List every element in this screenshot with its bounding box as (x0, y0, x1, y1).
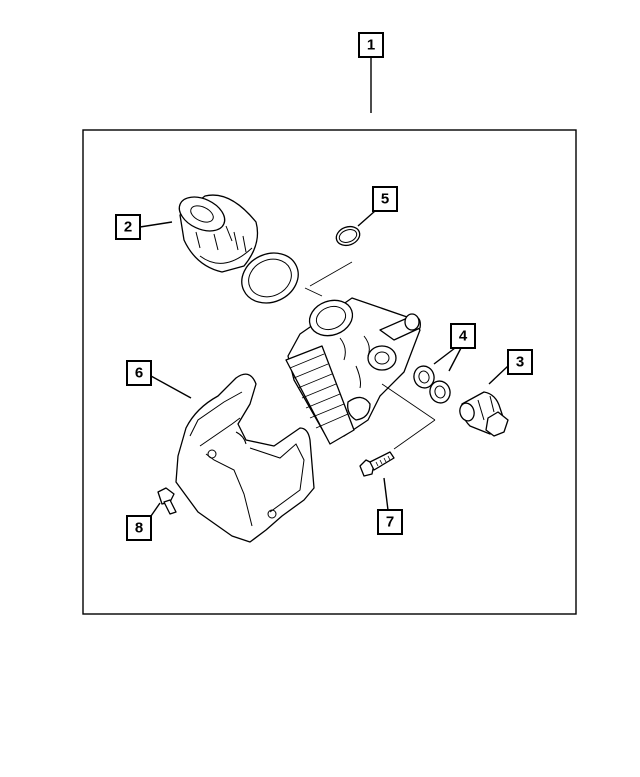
callout-5[interactable]: 5 (372, 186, 398, 212)
callout-4-leader-a (433, 347, 456, 365)
callout-4-leader-b (448, 347, 462, 372)
callout-4-label: 4 (459, 328, 468, 345)
callout-3[interactable]: 3 (507, 349, 533, 375)
callout-6[interactable]: 6 (126, 360, 152, 386)
housing-guide-line (304, 287, 323, 297)
callout-2-label: 2 (124, 219, 132, 236)
callout-6-leader (150, 375, 192, 399)
o-ring-guide-line (309, 261, 353, 287)
bolt-guide-line (393, 419, 436, 450)
callout-8[interactable]: 8 (126, 515, 152, 541)
o-ring (335, 225, 361, 247)
callout-5-label: 5 (381, 191, 389, 208)
heat-shield (175, 373, 315, 543)
callout-7-label: 7 (386, 514, 394, 531)
callout-8-leader (150, 502, 161, 517)
callout-6-label: 6 (135, 365, 143, 382)
assembly-frame (82, 129, 577, 615)
washers (413, 365, 451, 404)
callout-2[interactable]: 2 (115, 214, 141, 240)
callout-4[interactable]: 4 (450, 323, 476, 349)
callout-1-label: 1 (367, 37, 375, 54)
banjo-bolt (459, 391, 509, 437)
callout-2-leader (139, 221, 173, 228)
callout-1[interactable]: 1 (358, 32, 384, 58)
shield-bolt (157, 487, 177, 515)
callout-3-leader (488, 365, 509, 385)
callout-5-leader (357, 210, 376, 227)
oil-filter-housing (285, 297, 421, 445)
callout-3-label: 3 (516, 354, 524, 371)
callout-7-leader (383, 477, 389, 511)
washer-guide-line (381, 383, 436, 421)
filter-seal-ring (241, 252, 299, 304)
housing-bolt (359, 451, 395, 477)
callout-7[interactable]: 7 (377, 509, 403, 535)
oil-filter (178, 194, 259, 273)
callout-8-label: 8 (135, 520, 143, 537)
